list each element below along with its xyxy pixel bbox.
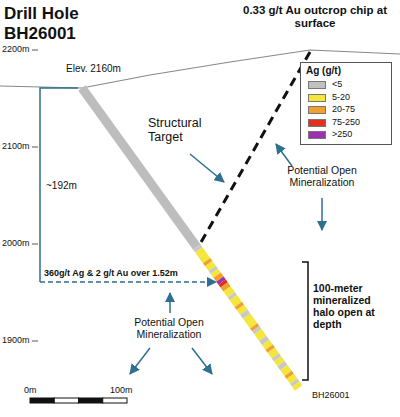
hole-id: BH26001 [312, 390, 350, 400]
assay-interval [281, 364, 284, 368]
assay-interval [214, 271, 217, 275]
elevation-ticks [32, 50, 38, 341]
target-label: Structural Target [148, 116, 228, 145]
scale-label: 0m [24, 385, 37, 395]
collar-elevation: Elev. 2160m [66, 63, 121, 75]
assay-interval [202, 255, 206, 261]
assay-interval [197, 247, 199, 250]
assay-interval [256, 329, 258, 332]
legend-swatch [308, 119, 326, 127]
scale-bar [30, 398, 127, 403]
assay-interval [224, 285, 227, 289]
assay-interval [288, 373, 290, 376]
elevation-label: 1900m [2, 335, 30, 345]
elevation-label: 2100m [2, 141, 30, 151]
assay-interval [240, 307, 244, 312]
assay-interval [220, 279, 222, 282]
halo-note: 100-meter mineralized halo open at depth [313, 282, 395, 330]
assay-interval [278, 359, 282, 364]
structural-target-line [200, 52, 310, 244]
legend-swatch [308, 131, 326, 139]
assay-interval [254, 326, 256, 329]
diagram-title: Drill Hole BH26001 [4, 4, 114, 43]
leader-line [40, 281, 216, 283]
assay-interval [294, 381, 296, 384]
assay-interval [212, 268, 214, 271]
assay-interval [231, 295, 233, 298]
assay-interval [222, 282, 224, 285]
mineralization-note: Potential Open Mineralization [280, 164, 364, 188]
surface-note: 0.33 g/t Au outcrop chip at surface [240, 4, 390, 30]
legend-label: 5-20 [332, 92, 350, 102]
legend-swatch [308, 106, 326, 114]
assay-interval [199, 250, 203, 255]
legend-label: <5 [332, 79, 342, 89]
assay-interval [269, 347, 271, 350]
assay-interval [209, 264, 213, 269]
legend-label: >250 [332, 129, 352, 139]
legend-label: 75-250 [332, 117, 360, 127]
elevation-label: 2000m [2, 238, 30, 248]
assay-interval [247, 316, 251, 322]
assay-interval [238, 304, 240, 307]
mineralized-interval [197, 247, 299, 388]
legend-swatch [308, 81, 326, 89]
assay-interval [266, 342, 270, 347]
assay-interval [207, 261, 209, 264]
assay-interval [217, 275, 220, 279]
scale-label: 100m [110, 385, 133, 395]
assay-interval [263, 338, 266, 342]
halo-bracket [302, 262, 308, 380]
assay-interval [233, 298, 238, 305]
elevation-label: 2200m [2, 44, 30, 54]
drill-hole [82, 88, 197, 247]
assay-interval [284, 368, 288, 374]
legend-swatch [308, 94, 326, 102]
assay-interval [227, 289, 231, 295]
intercept-callout: 360g/t Ag & 2 g/t Au over 1.52m [44, 268, 178, 278]
mineralization-note: Potential Open Mineralization [124, 316, 214, 340]
assay-interval [244, 312, 247, 316]
assay-interval [296, 384, 299, 388]
depth-bracket [40, 88, 78, 282]
legend-title: Ag (g/t) [306, 65, 341, 77]
assay-interval [251, 322, 254, 326]
assay-interval [258, 332, 263, 339]
assay-interval [275, 356, 277, 359]
depth-label: ~192m [46, 180, 77, 192]
legend-label: 20-75 [332, 104, 355, 114]
assay-interval [290, 376, 294, 381]
assay-interval [271, 350, 275, 356]
